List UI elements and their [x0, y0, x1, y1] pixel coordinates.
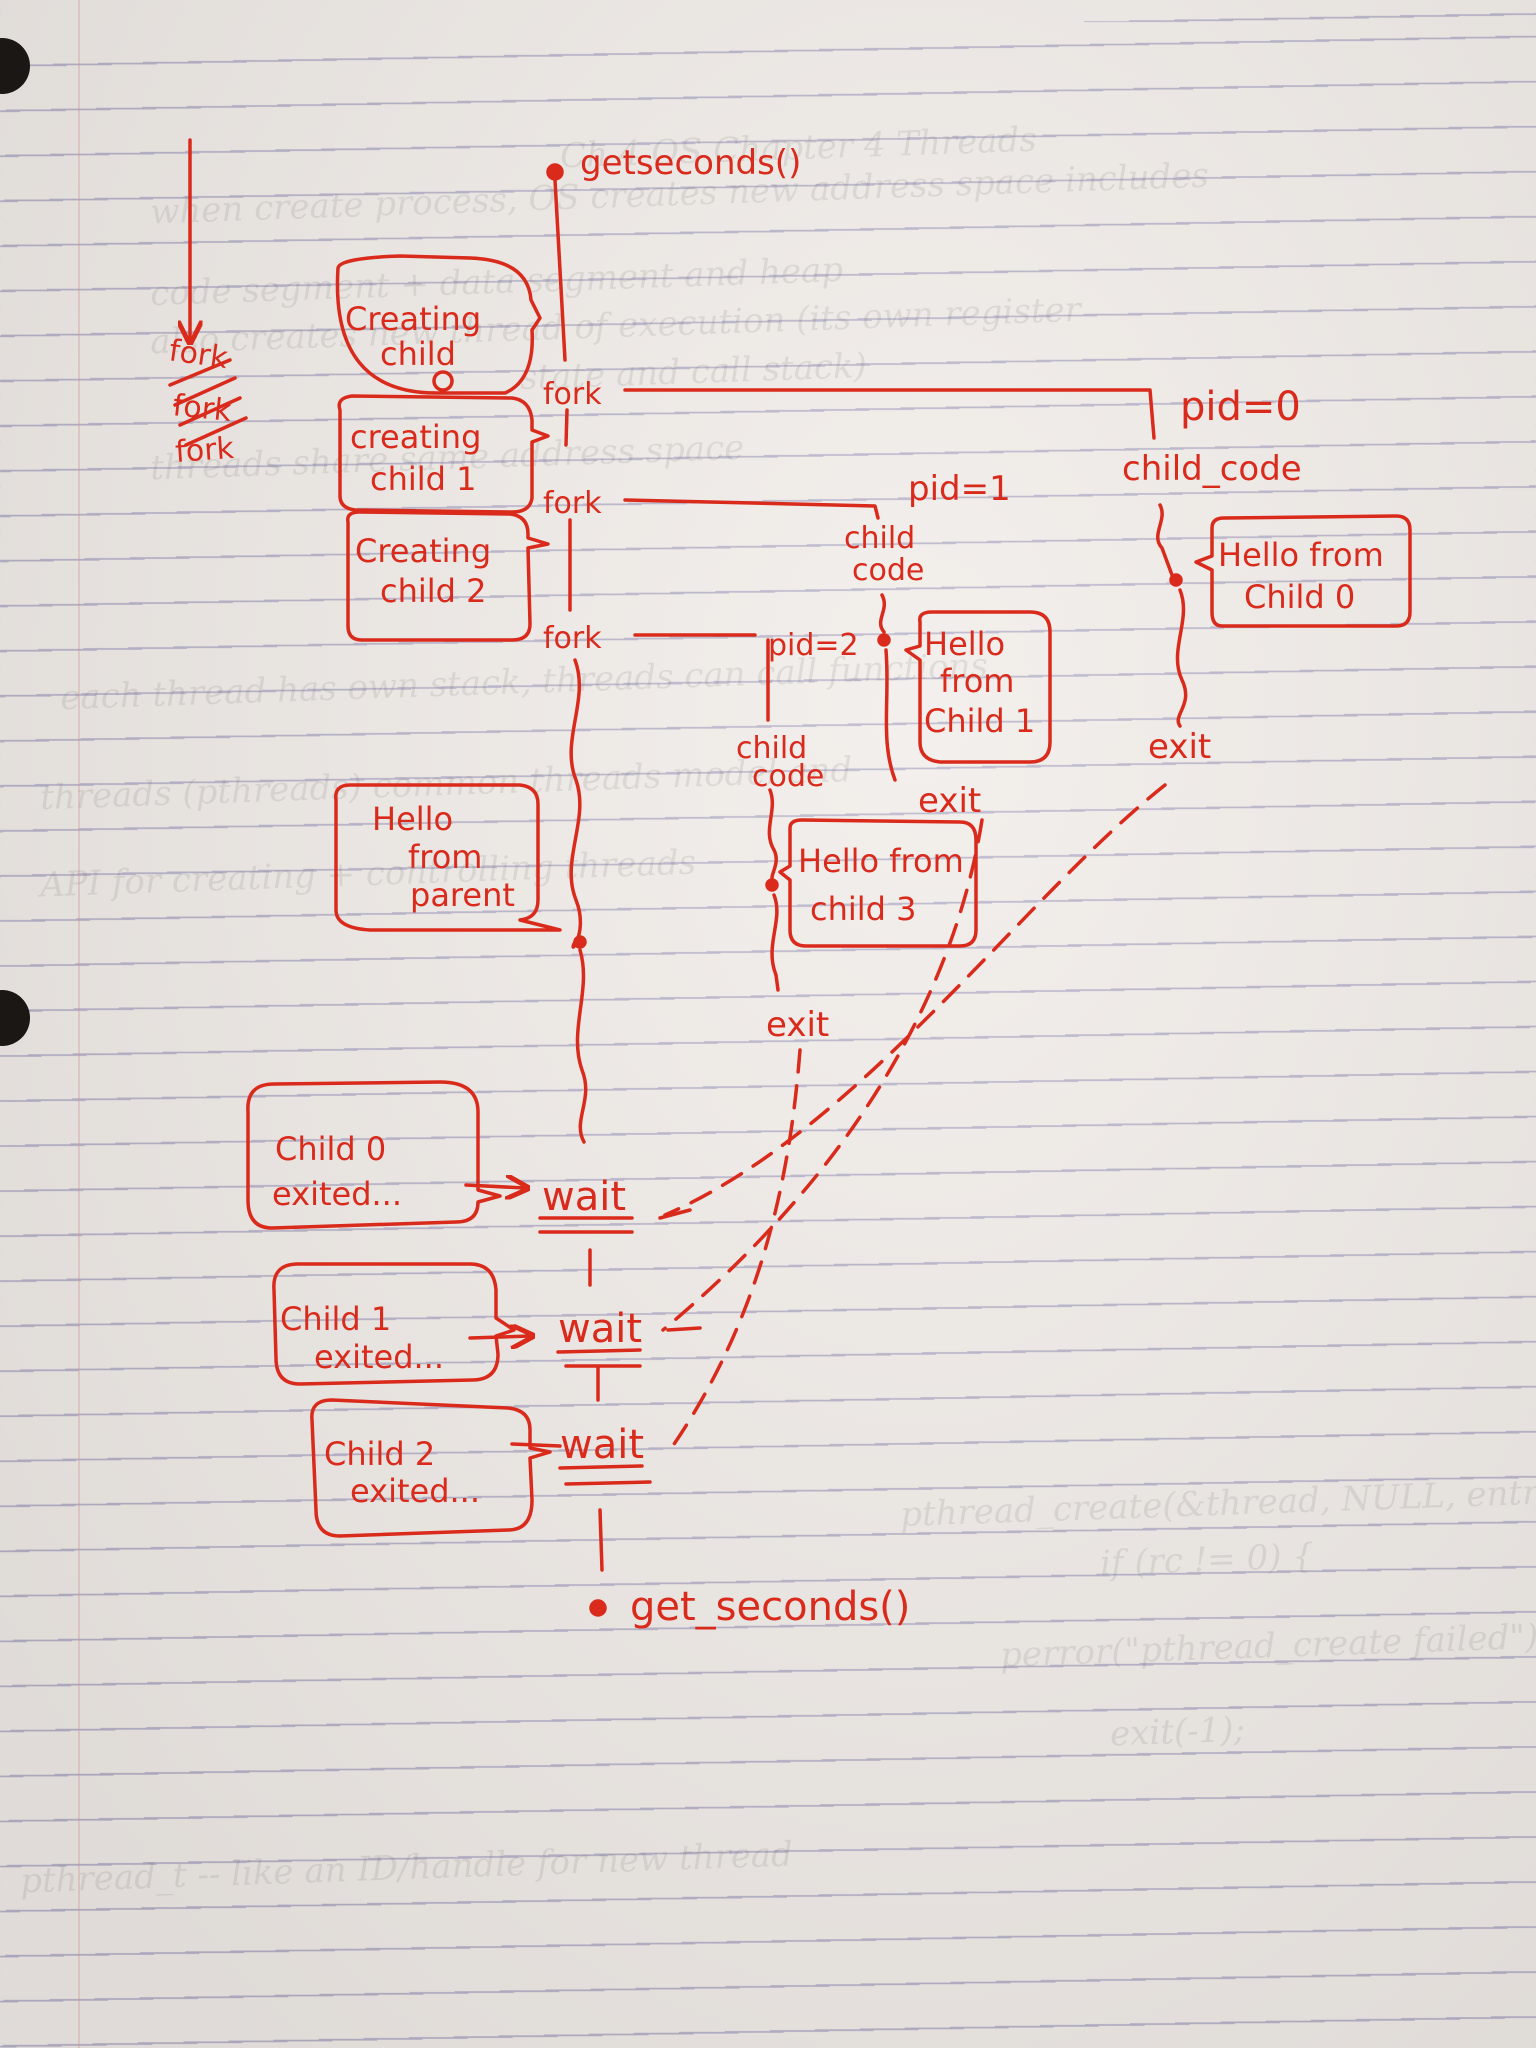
bubble-text: Child 1 [280, 1300, 391, 1338]
fork-label: fork [543, 377, 602, 412]
bubble-text: from [940, 662, 1014, 700]
child-1-timeline [884, 648, 897, 782]
child-1-timeline-wavy [878, 593, 887, 634]
parent-timeline-wavy [575, 948, 588, 1144]
start-label: getseconds() [580, 143, 801, 183]
bubble-text: Hello from [798, 842, 964, 880]
child-0-timeline-wavy [1175, 588, 1188, 728]
speech-bubble-tail [432, 370, 454, 392]
child-code-label: code [852, 553, 924, 588]
margin-line [78, 0, 80, 2048]
bubble-text: exited... [350, 1472, 480, 1510]
parent-timeline [553, 178, 567, 362]
bubble-text: Creating [355, 532, 491, 570]
side-note-fork: fork [171, 388, 234, 429]
wait-underline [538, 1216, 634, 1234]
parent-dot [573, 935, 587, 949]
exit-wait-link-0 [663, 783, 1167, 1217]
wait-label: wait [558, 1306, 642, 1352]
parent-timeline [598, 1508, 604, 1572]
speech-bubble [246, 1080, 502, 1230]
bubble-text: parent [410, 876, 515, 914]
bubble-text: Hello from [1218, 536, 1384, 574]
exit-label: exit [918, 781, 981, 821]
exit-wait-link-2 [668, 1048, 802, 1452]
speech-bubble [334, 783, 562, 932]
speech-bubble [335, 254, 542, 395]
bubble-text: creating [350, 418, 481, 456]
parent-timeline-wavy [569, 658, 583, 949]
exit-label: exit [1148, 727, 1211, 767]
side-note-fork: fork [167, 333, 231, 376]
child-0-dot [1169, 573, 1183, 587]
speech-bubble [337, 394, 550, 514]
bubble-text: child 2 [380, 572, 487, 610]
child-1-dot [877, 633, 891, 647]
speech-bubble [272, 1262, 516, 1386]
wait-label: wait [560, 1422, 644, 1468]
exit-label: exit [766, 1005, 829, 1045]
parent-timeline [564, 408, 569, 447]
end-label: get_seconds() [630, 1584, 910, 1630]
speech-bubble [1194, 514, 1412, 628]
speech-bubble [778, 818, 978, 948]
child-code-label: code [752, 759, 824, 794]
bubble-text: Child 2 [324, 1435, 435, 1473]
wait-arrow-head [666, 1326, 702, 1332]
fork-label: fork [543, 621, 602, 656]
wait-label: wait [542, 1174, 626, 1220]
bubble-text: child [380, 335, 456, 373]
bubble-text: Hello [924, 625, 1005, 663]
speech-bubble [346, 510, 550, 642]
bubble-text: Child 1 [924, 702, 1035, 740]
wait-underline [558, 1464, 652, 1486]
end-dot [589, 1599, 607, 1617]
child-code-label: child [736, 731, 807, 766]
child-2-timeline-wavy [770, 893, 780, 992]
child-0-timeline-wavy [1156, 503, 1174, 577]
fork-branch-child-0 [623, 388, 1156, 440]
wait-underline [556, 1348, 642, 1368]
child-2-dot [765, 878, 779, 892]
bubble-text: Child 0 [275, 1130, 386, 1168]
bubble-text: child 1 [370, 460, 477, 498]
wait-bubble-arrow [464, 1185, 525, 1188]
bubble-text: Child 0 [1244, 578, 1355, 616]
bubble-text: Hello [372, 800, 453, 838]
wait-bubble-arrow [468, 1336, 530, 1338]
fork-label: fork [543, 486, 602, 521]
child-2-timeline-wavy [767, 788, 778, 880]
exit-wait-link-1 [661, 818, 984, 1332]
bubble-text: exited... [314, 1338, 444, 1376]
pid-label: pid=2 [768, 628, 859, 663]
bubble-text: exited... [272, 1175, 402, 1213]
bubble-text: from [408, 838, 482, 876]
bubble-text: child 3 [810, 890, 917, 928]
start-dot [546, 163, 564, 181]
pid-label: pid=0 [1180, 384, 1301, 430]
child-code-label: child_code [1122, 449, 1302, 489]
child-code-label: child [844, 521, 915, 556]
fork-branch-child-1 [623, 498, 880, 520]
wait-bubble-arrow [510, 1442, 562, 1448]
speech-bubble [310, 1398, 552, 1538]
speech-bubble [904, 610, 1052, 764]
side-note-fork: fork [174, 431, 236, 470]
wait-arrow-head [658, 1208, 692, 1220]
bubble-text: Creating [345, 300, 481, 338]
pid-label: pid=1 [908, 469, 1011, 509]
strike-hatch [168, 358, 248, 447]
